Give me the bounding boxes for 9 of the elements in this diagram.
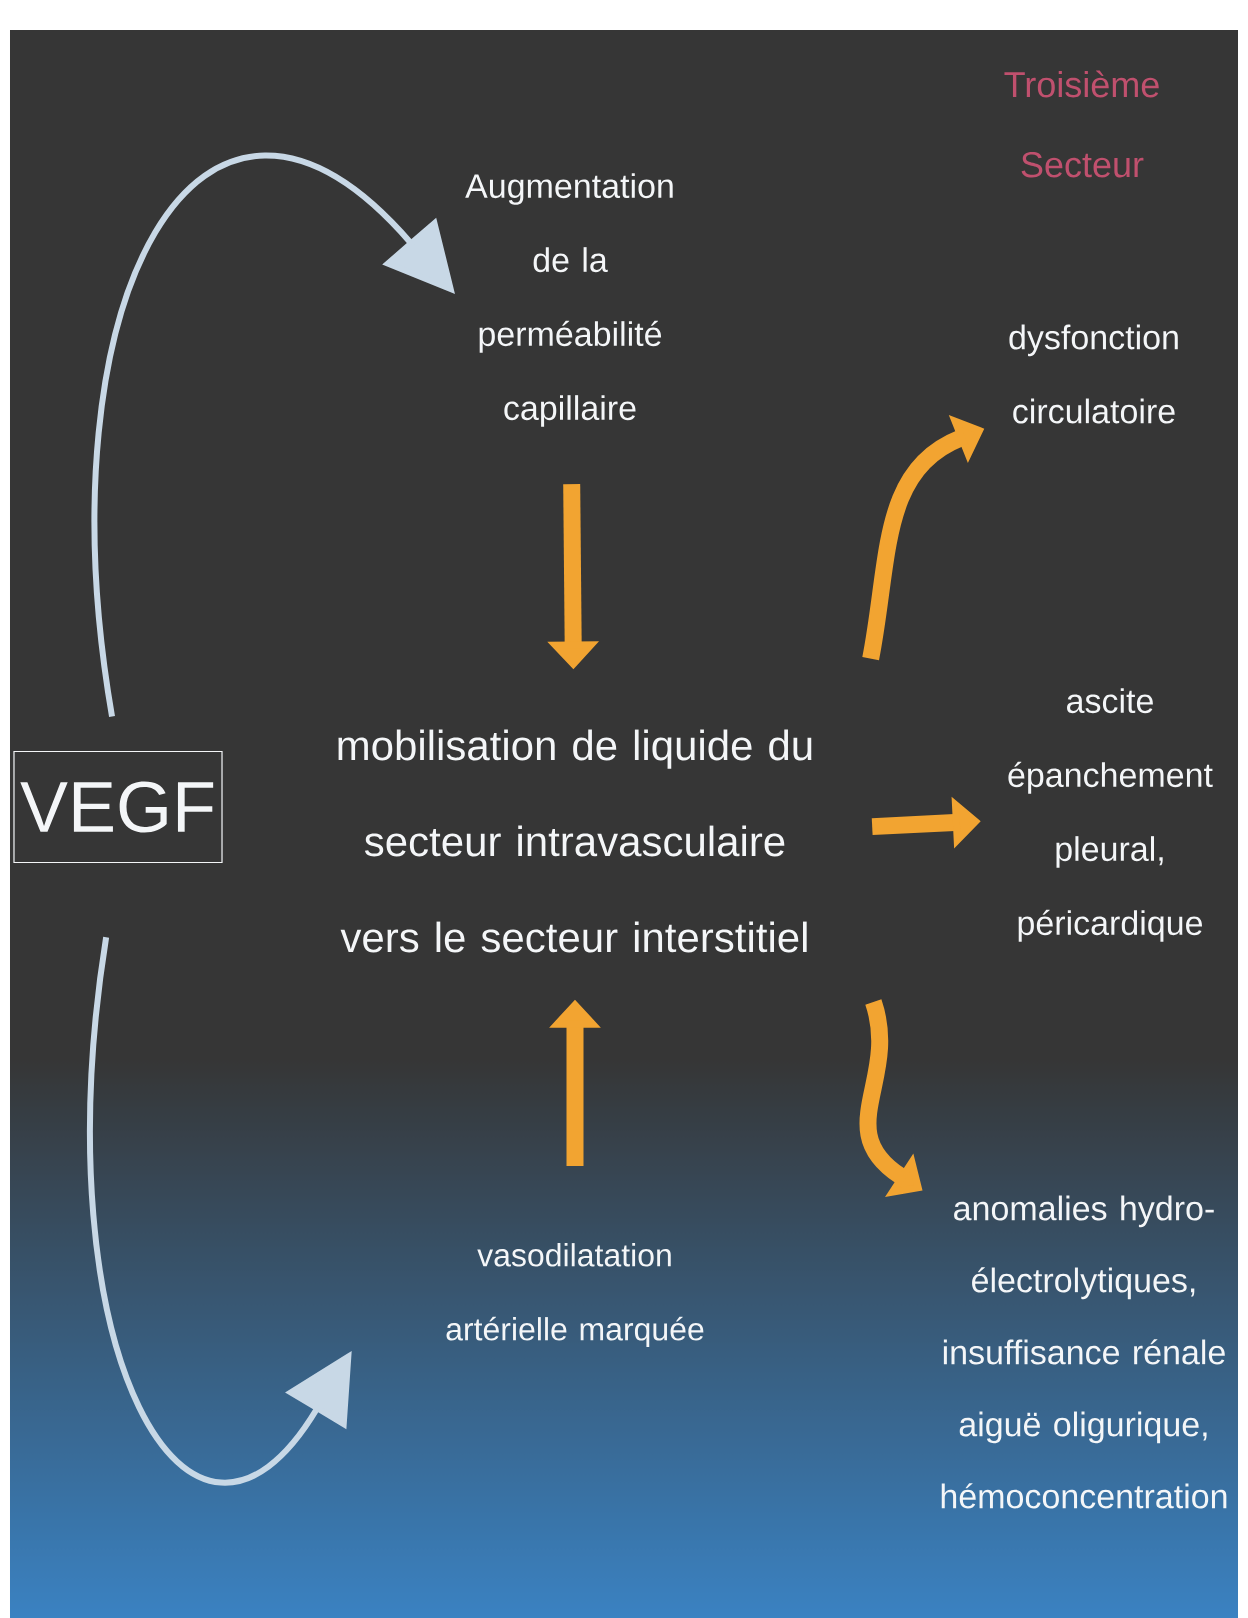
label-box: VEGF [13, 750, 223, 864]
node-text: dysfonction circulatoire [1009, 324, 1178, 424]
node-text: anomalies hydro-électrolytiques, insuffisance rénale aiguë oligurique, hémoconcentration [941, 1195, 1227, 1509]
heading: Troisième Secteur [1004, 70, 1159, 178]
node-text: vasodilatation artérielle marquée [446, 1243, 704, 1347]
node-text: mobilisation de liquide du secteur intravasculaire vers le secteur interstitiel [338, 729, 812, 953]
node-text: Augmentation de la perméabilité capillaire [465, 173, 673, 427]
curved-arrow [87, 936, 352, 1485]
node-text: ascite épanchement pleural, péricardique [1008, 688, 1213, 942]
